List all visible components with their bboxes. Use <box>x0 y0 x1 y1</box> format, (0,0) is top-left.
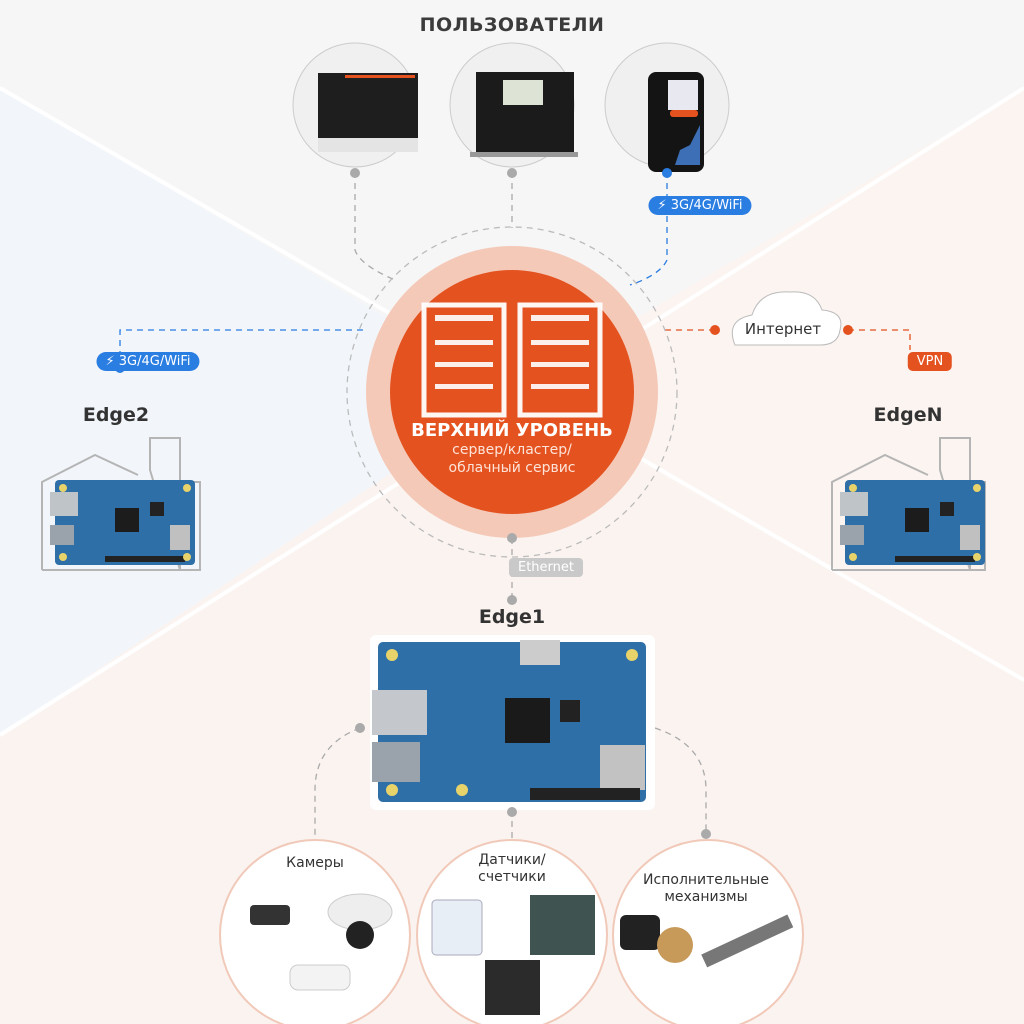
top-level-subtitle-2: облачный сервис <box>448 460 576 476</box>
cloud-icon <box>731 291 842 346</box>
internet-label: Интернет <box>744 320 822 338</box>
edge2-site <box>41 437 201 571</box>
vpn-badge: VPN <box>907 352 953 371</box>
edgeN-label: EdgeN <box>873 404 943 426</box>
edge2-connection-badge: ⚡ 3G/4G/WiFi <box>96 352 200 371</box>
user-laptop <box>449 42 578 178</box>
sensors-label-line2: счетчики <box>478 869 546 885</box>
connection-label: 3G/4G/WiFi <box>670 198 743 213</box>
lightning-icon: ⚡ <box>105 354 115 369</box>
edge2-label: Edge2 <box>82 404 150 426</box>
top-level-label: ВЕРХНИЙ УРОВЕНЬ сервер/кластер/ облачный… <box>411 420 613 477</box>
sensors-circle <box>416 839 608 1024</box>
top-level-subtitle-1: сервер/кластер/ <box>452 442 572 458</box>
mobile-connection-badge: ⚡ 3G/4G/WiFi <box>648 196 752 215</box>
zone-left <box>0 88 512 735</box>
top-level-server-icon <box>366 246 658 543</box>
actuators-circle <box>612 839 804 1024</box>
users-heading: ПОЛЬЗОВАТЕЛИ <box>419 14 605 36</box>
edgeN-site <box>831 437 986 571</box>
lightning-icon: ⚡ <box>657 198 667 213</box>
top-level-title: ВЕРХНИЙ УРОВЕНЬ <box>411 420 613 441</box>
cameras-label: Камеры <box>286 855 344 871</box>
edge1-board <box>370 635 655 810</box>
sensors-label: Датчики/ счетчики <box>478 852 546 886</box>
cameras-circle <box>219 839 411 1024</box>
user-phone <box>604 42 730 178</box>
edge1-label: Edge1 <box>478 606 546 628</box>
actuators-label-line2: механизмы <box>664 889 748 905</box>
connection-label: 3G/4G/WiFi <box>118 354 191 369</box>
sensors-label-line1: Датчики/ <box>478 852 546 868</box>
actuators-label: Исполнительные механизмы <box>643 872 769 906</box>
actuators-label-line1: Исполнительные <box>643 872 769 888</box>
ethernet-badge: Ethernet <box>509 558 583 577</box>
user-desktop <box>292 42 418 178</box>
